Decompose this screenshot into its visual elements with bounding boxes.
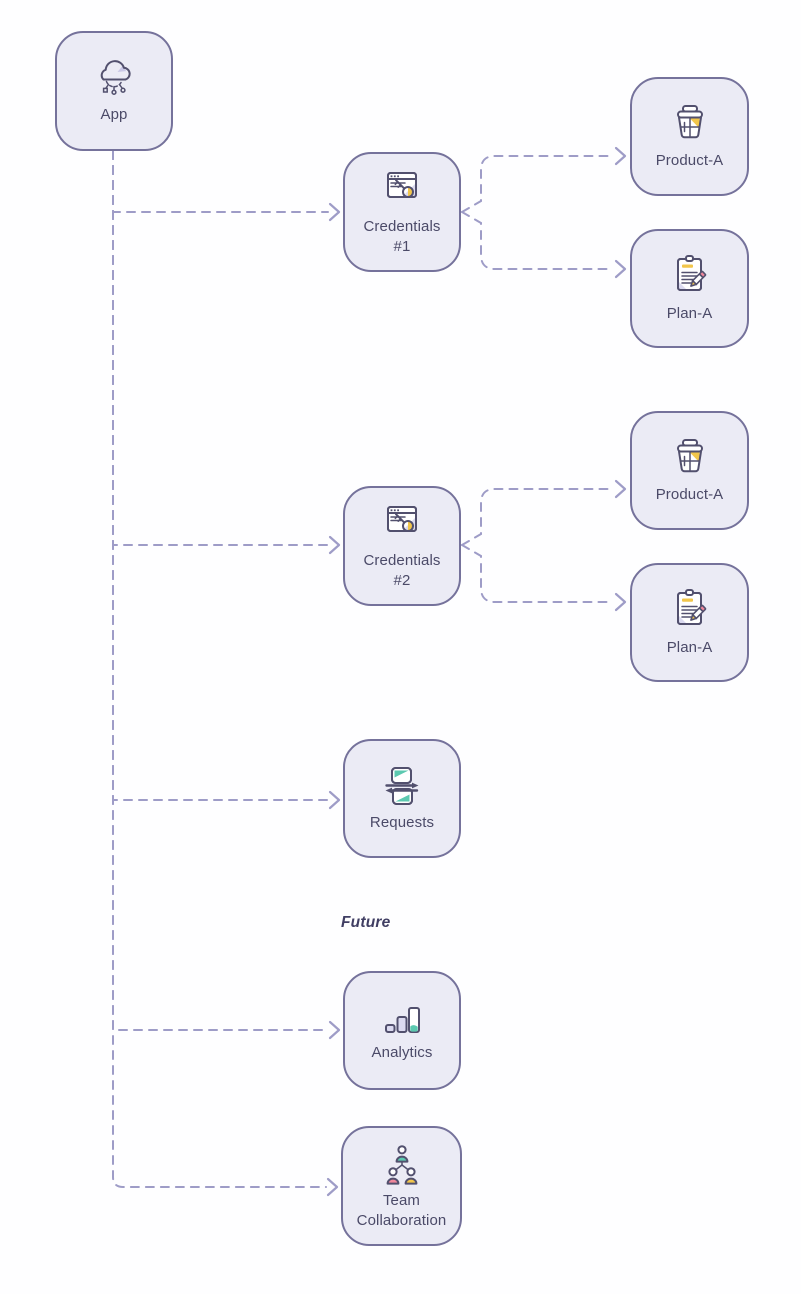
node-analytics[interactable]: Analytics (343, 971, 461, 1090)
bar-chart-icon (385, 1007, 420, 1034)
team-hierarchy-icon (386, 1145, 417, 1185)
edge-credentials2-planA (461, 544, 614, 603)
node-requests[interactable]: Requests (343, 739, 461, 858)
edge-app-requests (112, 150, 329, 801)
arrowhead-icon (328, 790, 341, 810)
node-product-a-1[interactable]: Product-A (630, 77, 749, 196)
node-label: Credentials #2 (363, 552, 441, 589)
arrowhead-icon (614, 479, 627, 499)
node-credentials-1[interactable]: Credentials #1 (343, 152, 461, 272)
node-plan-a-2[interactable]: Plan-A (630, 563, 749, 682)
node-product-a-2[interactable]: Product-A (630, 411, 749, 530)
arrowhead-icon (614, 146, 627, 166)
node-label: Plan-A (666, 639, 713, 657)
node-label: Plan-A (666, 305, 713, 323)
request-exchange-icon (385, 767, 419, 806)
clipboard-pencil-icon (676, 255, 706, 292)
arrowhead-icon (328, 1020, 341, 1040)
node-app[interactable]: App (55, 31, 173, 151)
node-team-collaboration[interactable]: Team Collaboration (341, 1126, 462, 1246)
browser-key-icon (387, 172, 417, 199)
edge-app-analytics (112, 150, 329, 1031)
edge-credentials1-productA (461, 155, 614, 213)
node-label: Product-A (655, 486, 724, 504)
node-credentials-2[interactable]: Credentials #2 (343, 486, 461, 606)
node-plan-a-1[interactable]: Plan-A (630, 229, 749, 348)
product-basket-icon (676, 105, 703, 139)
arrowhead-icon (614, 592, 627, 612)
arrowhead-icon (326, 1177, 339, 1197)
node-label: Analytics (371, 1044, 433, 1062)
edge-app-credentials2 (112, 150, 329, 546)
arrowhead-icon (328, 202, 341, 222)
cloud-network-icon (100, 60, 131, 95)
node-label: Team Collaboration (356, 1192, 447, 1229)
node-label: Requests (369, 814, 435, 832)
edge-app-team (112, 150, 327, 1188)
edge-credentials2-productA (461, 488, 614, 546)
arrowhead-icon (328, 535, 341, 555)
edge-credentials1-planA (461, 211, 614, 270)
edge-app-credentials1 (112, 150, 329, 213)
product-basket-icon (676, 439, 703, 473)
node-label: Product-A (655, 152, 724, 170)
node-label: Credentials #1 (363, 218, 441, 255)
arrowhead-icon (614, 259, 627, 279)
node-label: App (100, 105, 128, 123)
clipboard-pencil-icon (676, 589, 706, 626)
browser-key-icon (387, 506, 417, 533)
future-section-label: Future (341, 914, 391, 931)
